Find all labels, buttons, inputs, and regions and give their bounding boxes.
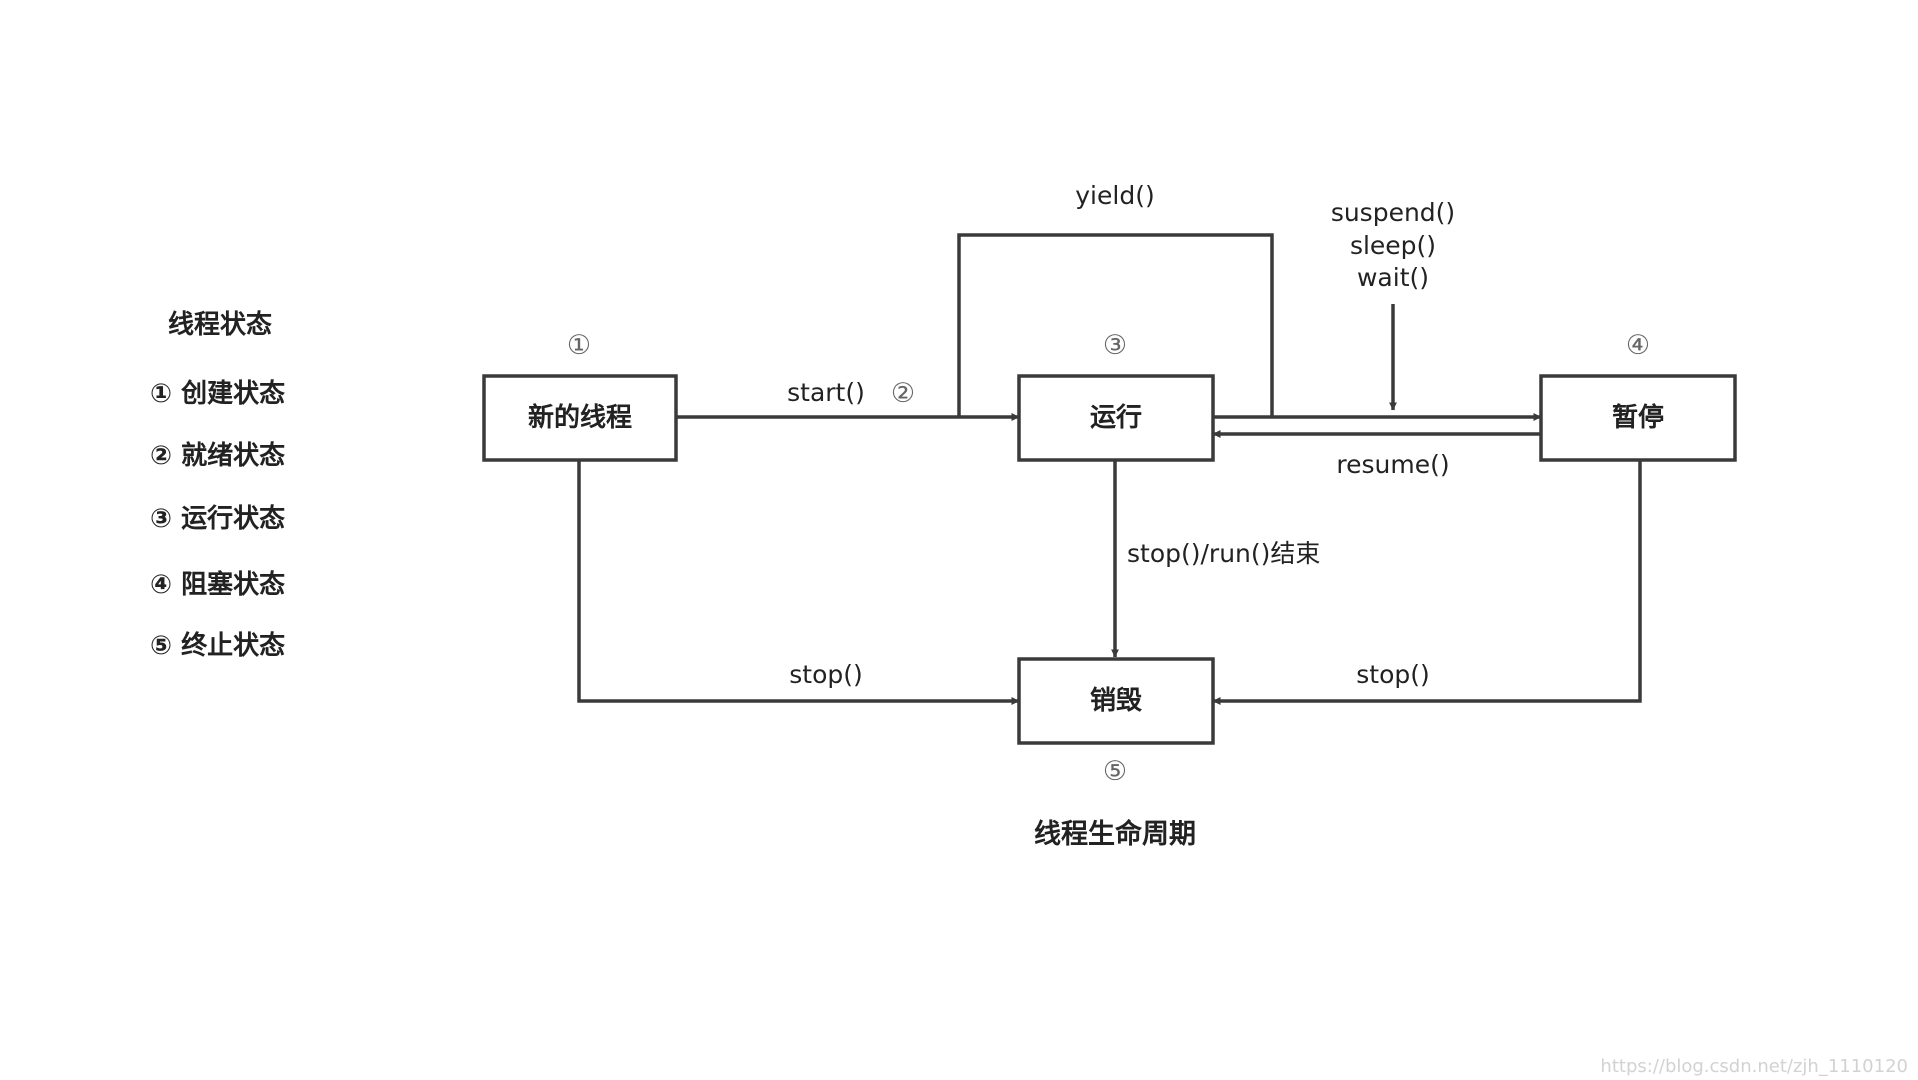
stop-from-paused-label: stop() [1356, 660, 1430, 689]
state-running-label: 运行 [1090, 402, 1142, 433]
legend-item-running: ③ 运行状态 [150, 503, 285, 534]
suspend-label: suspend() [1331, 198, 1455, 227]
transition-labels: start() ② yield() suspend() sleep() wait… [787, 181, 1455, 689]
state-destroyed-marker: ⑤ [1103, 756, 1127, 787]
state-new-marker: ① [567, 330, 591, 361]
ready-marker: ② [891, 378, 915, 409]
watermark-url: https://blog.csdn.net/zjh_1110120 [1600, 1056, 1908, 1077]
state-new: 新的线程 ① [482, 330, 678, 462]
state-paused-marker: ④ [1626, 330, 1650, 361]
state-legend: 线程状态 ① 创建状态 ② 就绪状态 ③ 运行状态 ④ 阻塞状态 ⑤ 终止状态 [150, 309, 285, 661]
state-paused: 暂停 ④ [1539, 330, 1737, 462]
legend-item-blocked: ④ 阻塞状态 [150, 569, 285, 600]
legend-item-ready: ② 就绪状态 [150, 440, 285, 471]
state-destroyed: 销毁 ⑤ [1017, 657, 1215, 787]
state-new-label: 新的线程 [528, 402, 632, 433]
yield-label: yield() [1075, 181, 1154, 210]
state-destroyed-box [1017, 657, 1215, 745]
stop-from-paused-edge [1212, 460, 1642, 705]
transition-edges [577, 233, 1642, 705]
state-paused-label: 暂停 [1612, 402, 1664, 433]
diagram-caption: 线程生命周期 [1034, 818, 1196, 850]
start-label: start() [787, 378, 865, 407]
state-running: 运行 ③ [1017, 330, 1215, 462]
state-paused-box [1539, 374, 1737, 462]
state-new-box [482, 374, 678, 462]
stop-run-end-label: stop()/run()结束 [1127, 539, 1320, 568]
state-destroyed-label: 销毁 [1090, 686, 1142, 716]
legend-item-created: ① 创建状态 [150, 378, 285, 409]
yield-loop-edge [957, 233, 1274, 417]
legend-title: 线程状态 [168, 309, 272, 340]
wait-label: wait() [1357, 263, 1429, 292]
stop-from-new-edge [577, 460, 1020, 705]
stop-from-new-label: stop() [789, 660, 863, 689]
resume-label: resume() [1336, 450, 1449, 479]
legend-item-terminated: ⑤ 终止状态 [150, 630, 285, 661]
state-running-box [1017, 374, 1215, 462]
sleep-label: sleep() [1350, 231, 1436, 260]
state-running-marker: ③ [1103, 330, 1127, 361]
